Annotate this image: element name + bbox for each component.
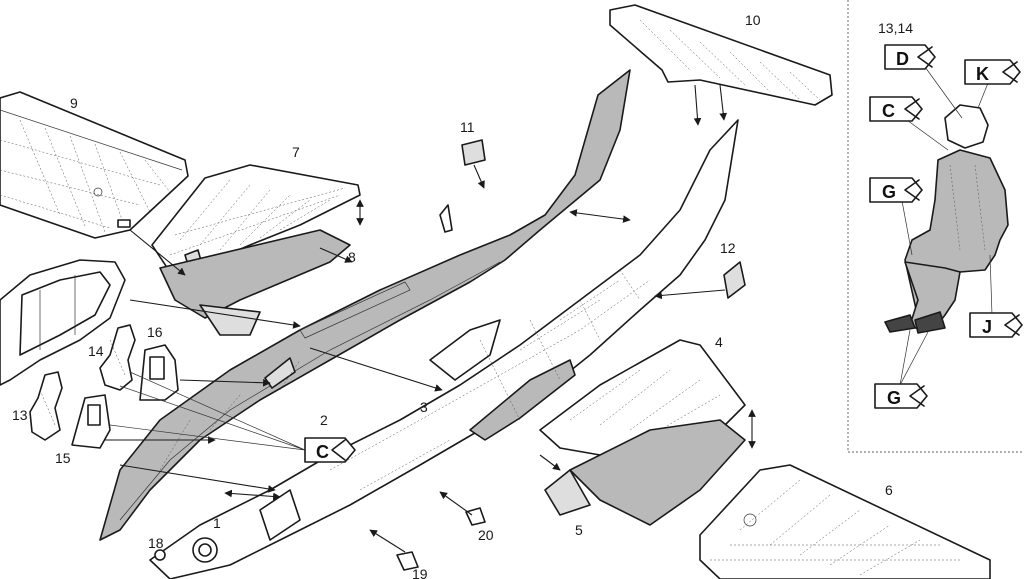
- horizontal-stabilizer-part-10: [609, 4, 833, 126]
- part-11-shape: [461, 139, 486, 166]
- assembly-arrows: [105, 209, 726, 553]
- fuselage-half-part-2: [99, 69, 631, 541]
- ejection-seats: [71, 344, 179, 449]
- part-label-15: 15: [55, 450, 71, 466]
- part-label-2: 2: [320, 412, 328, 428]
- pilot-detail-inset: [847, 0, 1024, 453]
- part-label-14: 14: [88, 343, 104, 359]
- part-label-6: 6: [885, 482, 893, 498]
- flag-g-upper-text: G: [882, 182, 896, 202]
- pilot-figures: [29, 324, 136, 441]
- flag-d: D: [884, 44, 936, 70]
- flag-g-lower-text: G: [887, 388, 901, 408]
- right-wing-lower-part-5: [544, 419, 746, 526]
- part-label-9: 9: [70, 95, 78, 111]
- color-flag-c-text: C: [316, 442, 329, 462]
- part-label-7: 7: [292, 144, 300, 160]
- part-label-19: 19: [412, 566, 428, 579]
- part-number-labels: 9 7 8 11 10 12 4 6 5 20 19 3 2 16 14 13 …: [12, 12, 913, 579]
- flag-k: K: [964, 59, 1021, 85]
- flag-j: J: [969, 312, 1023, 338]
- left-wing-lower-part-8: [159, 199, 364, 336]
- pilot-helmet: [944, 104, 989, 149]
- small-parts: [154, 139, 746, 571]
- part-label-11: 11: [460, 119, 475, 135]
- fuselage-half-part-3: [149, 119, 739, 579]
- part-label-3: 3: [420, 399, 428, 415]
- part-label-5: 5: [575, 522, 583, 538]
- left-outer-wing-part-9: [0, 91, 189, 239]
- part-label-8: 8: [348, 249, 356, 265]
- part-label-16: 16: [147, 324, 163, 340]
- flag-d-text: D: [896, 49, 909, 69]
- part-12-shape: [723, 261, 746, 299]
- flag-c-inset: C: [869, 96, 923, 122]
- part-label-10: 10: [745, 12, 761, 28]
- part-label-13-14: 13,14: [878, 20, 913, 36]
- part-label-4: 4: [715, 334, 723, 350]
- part-label-12: 12: [720, 240, 736, 256]
- flag-g-lower: G: [874, 383, 928, 409]
- flag-g-upper: G: [869, 177, 923, 203]
- part-label-20: 20: [478, 527, 494, 543]
- flag-j-text: J: [982, 317, 992, 337]
- flag-k-text: K: [976, 64, 989, 84]
- part-19-shape: [396, 551, 419, 571]
- flag-c-inset-text: C: [882, 101, 895, 121]
- canopy-parts: [0, 259, 126, 386]
- right-outer-wing-part-6: [699, 464, 991, 579]
- part-label-13: 13: [12, 407, 28, 423]
- part-label-18: 18: [148, 535, 164, 551]
- color-flag-c: C: [304, 437, 356, 463]
- part-label-1: 1: [213, 515, 221, 531]
- part-20-shape: [465, 507, 486, 526]
